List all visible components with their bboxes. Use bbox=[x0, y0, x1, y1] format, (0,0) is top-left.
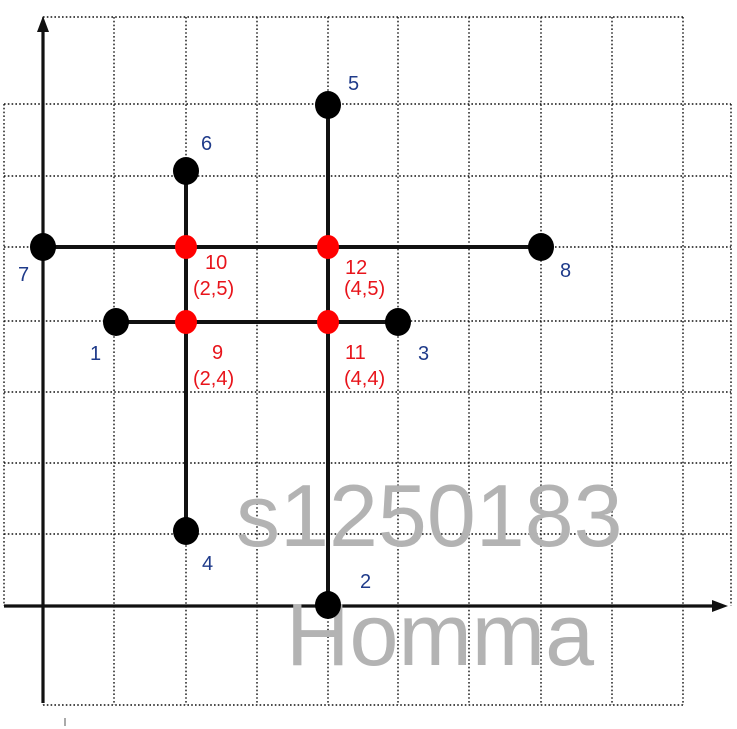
endpoint-label-4: 4 bbox=[202, 553, 213, 575]
intersection-10 bbox=[175, 235, 197, 259]
intersection-label-10: 10 bbox=[205, 252, 227, 274]
intersection-label-12: 12 bbox=[345, 257, 367, 279]
endpoint-8 bbox=[528, 233, 554, 261]
intersection-coord-10: (2,5) bbox=[193, 278, 234, 300]
endpoint-4 bbox=[173, 517, 199, 545]
watermark-line1: s1250183 bbox=[236, 466, 623, 565]
x-axis-arrowhead bbox=[712, 600, 728, 612]
endpoint-2 bbox=[315, 591, 341, 619]
endpoint-label-3: 3 bbox=[418, 343, 429, 365]
endpoint-7 bbox=[30, 233, 56, 261]
endpoint-6 bbox=[173, 157, 199, 185]
axes bbox=[4, 16, 728, 726]
labels: 1 2 3 4 5 6 7 8 9 (2,4) 10 (2,5) 11 (4,4… bbox=[18, 73, 571, 593]
intersection-11 bbox=[317, 310, 339, 334]
endpoint-label-6: 6 bbox=[201, 133, 212, 155]
segments bbox=[43, 105, 541, 606]
y-axis-arrowhead bbox=[37, 16, 49, 32]
intersection-coord-11: (4,4) bbox=[344, 368, 385, 390]
endpoint-label-5: 5 bbox=[348, 73, 359, 95]
intersection-label-9: 9 bbox=[212, 342, 223, 364]
intersection-9 bbox=[175, 310, 197, 334]
endpoint-label-7: 7 bbox=[18, 264, 29, 286]
endpoint-label-2: 2 bbox=[360, 571, 371, 593]
intersection-label-11: 11 bbox=[345, 342, 366, 364]
dotted-grid bbox=[3, 16, 732, 706]
intersection-coord-12: (4,5) bbox=[344, 278, 385, 300]
endpoint-label-1: 1 bbox=[90, 343, 101, 365]
intersection-12 bbox=[317, 235, 339, 259]
endpoint-5 bbox=[315, 91, 341, 119]
watermark: s1250183 Homma bbox=[236, 466, 623, 684]
intersection-coord-9: (2,4) bbox=[193, 368, 234, 390]
endpoint-1 bbox=[103, 308, 129, 336]
points bbox=[30, 91, 554, 619]
endpoint-label-8: 8 bbox=[560, 260, 571, 282]
endpoint-3 bbox=[385, 308, 411, 336]
